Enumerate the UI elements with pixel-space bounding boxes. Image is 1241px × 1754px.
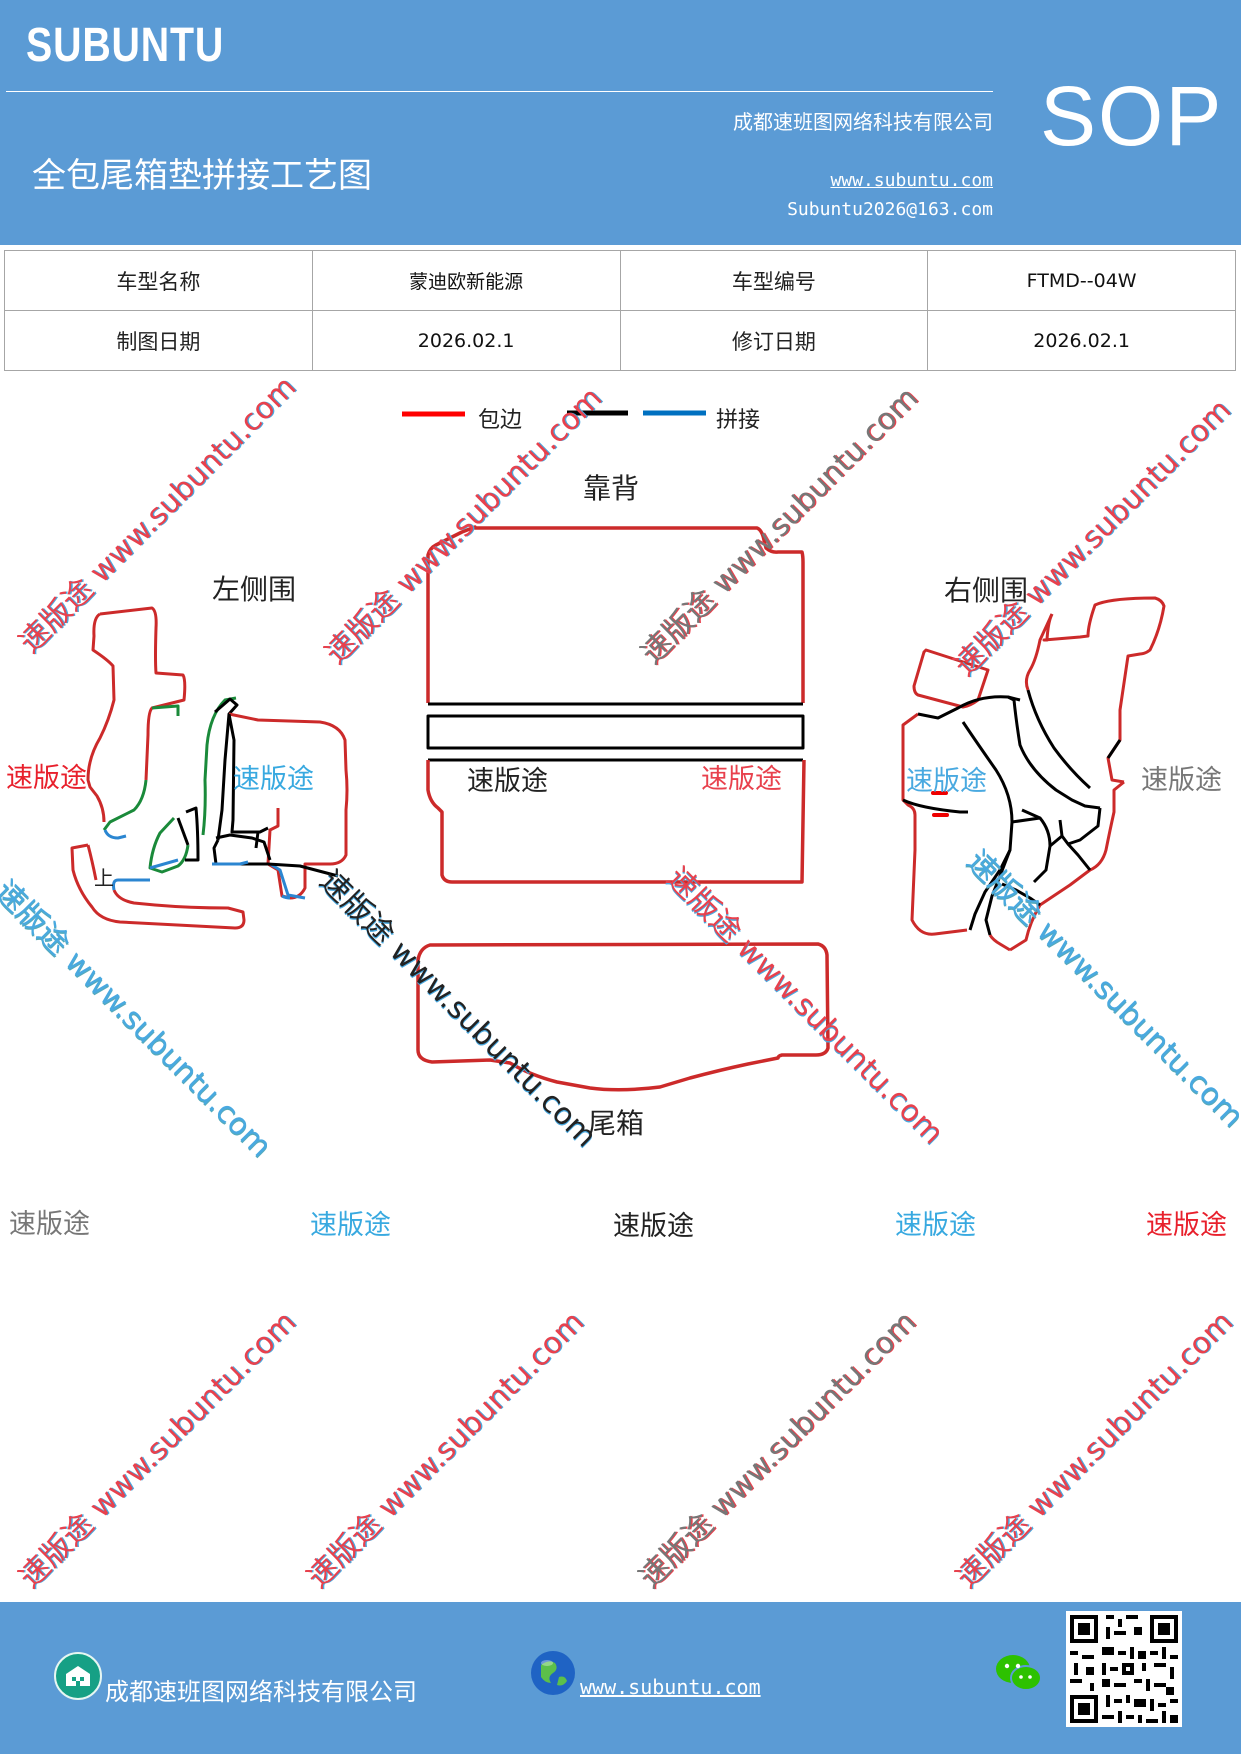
table-row: 制图日期 2026.02.1 修订日期 2026.02.1 <box>4 310 1236 371</box>
header-company-name: 成都速班图网络科技有限公司 <box>733 110 993 134</box>
header-website-link[interactable]: www.subuntu.com <box>830 170 993 191</box>
splice-diagram: 包边 拼接 上 <box>70 408 1166 1140</box>
watermark: 速版途 <box>9 1209 90 1240</box>
watermark: 速版途 www.subuntu.com <box>632 1304 924 1596</box>
model-name-label: 车型名称 <box>4 250 313 311</box>
qr-code-icon <box>1066 1611 1182 1727</box>
watermark: 速版途 <box>310 1210 391 1241</box>
watermark: 速版途 <box>467 766 548 797</box>
watermark: 速版途 <box>233 764 314 795</box>
left-side-piece <box>70 606 349 930</box>
wechat-icon[interactable] <box>995 1652 1043 1694</box>
right-side-piece <box>901 596 1166 952</box>
document-title: 全包尾箱垫拼接工艺图 <box>32 156 372 196</box>
sop-badge: SOP <box>1040 69 1224 163</box>
table-row: 车型名称 蒙迪欧新能源 车型编号 FTMD--04W <box>4 250 1236 311</box>
watermark: 速版途 <box>6 763 87 794</box>
watermark: 速版途 <box>895 1210 976 1241</box>
legend-splice-label: 拼接 <box>716 408 760 433</box>
footer-company-name: 成都速班图网络科技有限公司 <box>105 1678 417 1706</box>
backrest-piece <box>426 525 806 884</box>
footer-website-link[interactable]: www.subuntu.com <box>580 1675 761 1699</box>
header-banner <box>0 0 1241 245</box>
legend-edge-label: 包边 <box>478 408 522 433</box>
right-side-label: 右侧围 <box>944 574 1028 607</box>
building-icon <box>54 1652 102 1700</box>
revise-date-label: 修订日期 <box>619 310 929 371</box>
trunk-piece <box>416 942 830 1092</box>
watermark: 速版途 www.subuntu.com <box>12 1304 304 1596</box>
backrest-label: 靠背 <box>583 472 639 505</box>
left-side-label: 左侧围 <box>212 573 296 606</box>
draw-date-value: 2026.02.1 <box>311 310 621 371</box>
draw-date-label: 制图日期 <box>4 310 313 371</box>
brand-logo: SUBUNTU <box>26 19 225 72</box>
watermark: 速版途 <box>701 764 782 795</box>
revise-date-value: 2026.02.1 <box>927 310 1236 371</box>
info-table: 车型名称 蒙迪欧新能源 车型编号 FTMD--04W 制图日期 2026.02.… <box>4 250 1236 371</box>
watermark: 速版途 <box>613 1211 694 1242</box>
watermark: 速版途 www.subuntu.com <box>949 1304 1241 1596</box>
model-code-value: FTMD--04W <box>927 250 1236 311</box>
legend: 包边 拼接 <box>402 408 760 433</box>
watermark: 速版途 www.subuntu.com <box>300 1304 592 1596</box>
up-label: 上 <box>94 866 114 890</box>
watermark: 速版途 <box>1141 765 1222 796</box>
trunk-label: 尾箱 <box>588 1107 644 1140</box>
model-code-label: 车型编号 <box>619 250 929 311</box>
watermark: 速版途 <box>1146 1210 1227 1241</box>
watermark: 速版途 <box>906 766 987 797</box>
model-name-value: 蒙迪欧新能源 <box>311 250 621 311</box>
header-divider <box>6 91 993 92</box>
header-email[interactable]: Subuntu2026@163.com <box>787 199 993 220</box>
globe-icon <box>531 1651 575 1695</box>
